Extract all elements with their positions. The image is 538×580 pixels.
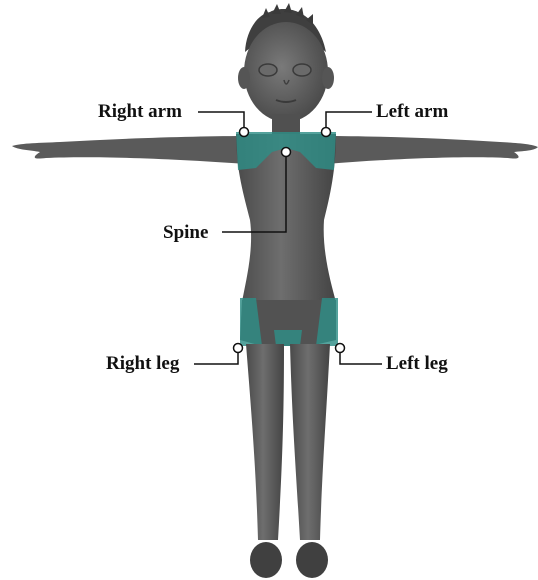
eye-left xyxy=(259,64,277,76)
right-arm-shape xyxy=(12,136,250,164)
left-ear xyxy=(238,67,250,89)
head xyxy=(244,22,328,122)
left-arm-label: Left arm xyxy=(376,102,448,121)
right-leg-shape xyxy=(246,344,284,540)
left-arm-marker xyxy=(322,128,331,137)
left-leg-leader xyxy=(340,348,382,364)
right-arm-label: Right arm xyxy=(98,102,182,121)
left-leg-marker xyxy=(336,344,345,353)
left-leg-label: Left leg xyxy=(386,354,448,373)
right-arm-leader xyxy=(198,112,244,132)
spine-marker xyxy=(282,148,291,157)
eye-right xyxy=(293,64,311,76)
right-ear xyxy=(322,67,334,89)
right-foot xyxy=(250,542,282,578)
crotch-highlight xyxy=(274,330,302,346)
right-arm-marker xyxy=(240,128,249,137)
left-arm-leader xyxy=(326,112,372,132)
left-leg-shape xyxy=(290,344,330,540)
right-leg-label: Right leg xyxy=(106,354,179,373)
right-leg-leader xyxy=(194,348,238,364)
right-leg-marker xyxy=(234,344,243,353)
left-foot xyxy=(296,542,328,578)
spine-label: Spine xyxy=(163,223,208,242)
left-arm-shape xyxy=(322,136,538,164)
